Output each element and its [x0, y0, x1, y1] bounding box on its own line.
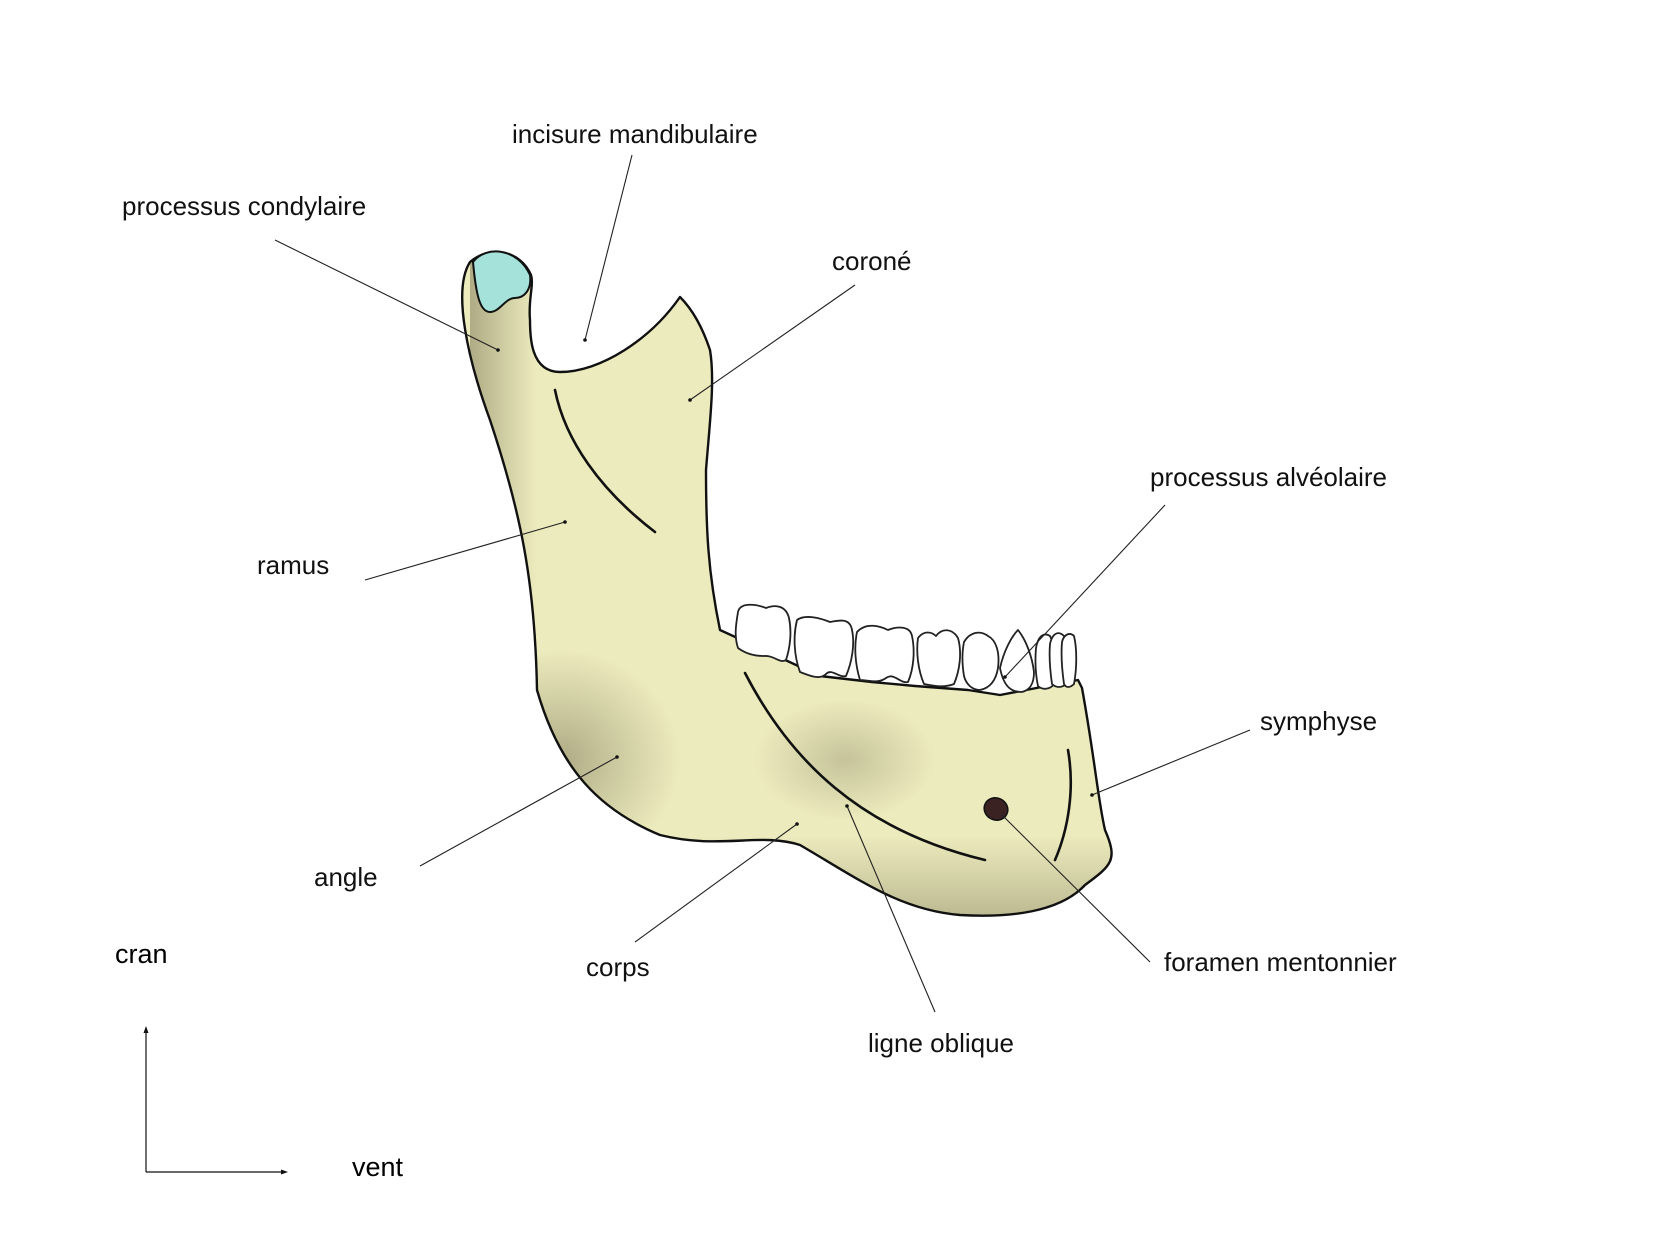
leader-symphyse [1091, 729, 1251, 796]
leader-angle [419, 756, 618, 867]
leader-condylaire [274, 239, 499, 351]
ramus-ridge-line [553, 388, 657, 534]
axis-label-cran: cran [115, 939, 168, 969]
leader-ramus [364, 521, 566, 581]
leader-corone [689, 284, 856, 401]
tooth-premolar-2 [916, 629, 961, 688]
label-corps: corps [586, 952, 650, 982]
tooth-molar-2 [793, 616, 855, 678]
symphysis-line [1053, 748, 1073, 862]
tooth-incisor-3 [1060, 633, 1078, 688]
label-corone: coroné [832, 246, 912, 276]
tooth-canine [999, 629, 1035, 693]
tooth-premolar-1 [961, 631, 1000, 691]
label-processus-condylaire: processus condylaire [122, 191, 366, 221]
axis-label-vent: vent [352, 1152, 404, 1182]
leader-corps [634, 823, 798, 943]
leader-lines [274, 154, 1251, 1013]
labels: incisure mandibulaire processus condylai… [122, 119, 1397, 1058]
leader-ligne-oblique [846, 805, 936, 1013]
bone-shading [462, 260, 1112, 916]
leader-incisure [584, 154, 633, 341]
label-processus-alveolaire: processus alvéolaire [1150, 462, 1387, 492]
label-ramus: ramus [257, 550, 329, 580]
ligne-oblique-line [743, 671, 987, 862]
label-incisure-mandibulaire: incisure mandibulaire [512, 119, 758, 149]
tooth-molar-1 [854, 624, 915, 684]
foramen-mentonnier-hole [983, 797, 1009, 821]
condyle-cartilage [471, 250, 532, 314]
axis-right-arrowhead [281, 1169, 288, 1175]
teeth [734, 603, 1078, 693]
label-symphyse: symphyse [1260, 706, 1377, 736]
label-ligne-oblique: ligne oblique [868, 1028, 1014, 1058]
leader-dots [496, 338, 1094, 826]
axis-up-arrowhead [143, 1026, 149, 1033]
mandible-bone [461, 250, 1113, 917]
leader-alveolaire [1004, 504, 1166, 678]
orientation-axes: cran vent [115, 939, 404, 1182]
bone-outline [461, 250, 1113, 917]
leader-foramen [1001, 814, 1151, 963]
tooth-molar-3 [734, 603, 792, 662]
label-foramen-mentonnier: foramen mentonnier [1164, 947, 1397, 977]
label-angle: angle [314, 862, 378, 892]
